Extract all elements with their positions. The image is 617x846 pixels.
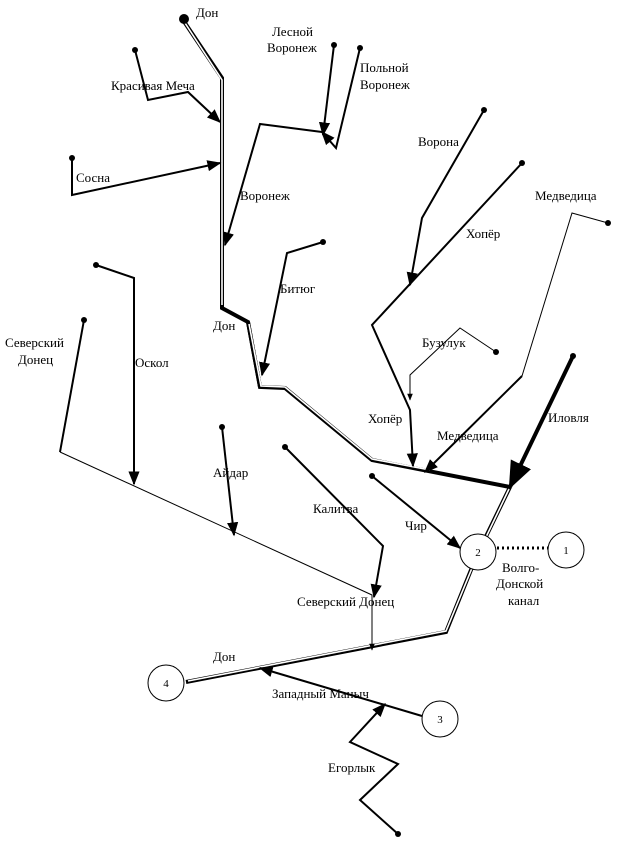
- label-sosna: Сосна: [76, 170, 110, 185]
- node-3: 3: [421, 700, 459, 738]
- river-khoper: [370, 160, 525, 468]
- label-volgo: Волго-: [502, 560, 539, 575]
- label-vorona: Ворона: [418, 134, 459, 149]
- river-aidar: [219, 424, 239, 537]
- don-river-middle: [246, 321, 511, 489]
- label-voronezh: Воронеж: [240, 188, 291, 203]
- label-chir: Чир: [405, 518, 427, 533]
- node-4-label: 4: [163, 678, 169, 690]
- river-buzuluk: [407, 327, 499, 401]
- label-krasivaya-mecha: Красивая Меча: [111, 78, 195, 93]
- label-medveditsa-top: Медведица: [535, 188, 597, 203]
- river-polnoy-voronezh: [321, 45, 363, 151]
- node-3-label: 3: [437, 714, 443, 726]
- label-voronezh-lesnoy: Воронеж: [267, 40, 318, 55]
- label-don-mid: Дон: [213, 318, 235, 333]
- label-oskol: Оскол: [135, 355, 169, 370]
- node-2-label: 2: [475, 547, 481, 559]
- label-lesnoy: Лесной: [272, 24, 313, 39]
- label-zapadny-manych: Западный Маныч: [272, 686, 369, 701]
- river-egorlyk: [348, 702, 401, 837]
- label-kanal: канал: [508, 593, 540, 608]
- river-voronezh: [223, 122, 323, 247]
- node-1-label: 1: [563, 545, 569, 557]
- river-chir: [369, 473, 462, 549]
- river-bityug: [259, 239, 326, 377]
- don-source-dot: [179, 14, 189, 24]
- label-medveditsa-bottom: Медведица: [437, 428, 499, 443]
- label-polnoy: Польной: [360, 60, 409, 75]
- label-don-top: Дон: [196, 5, 218, 20]
- label-severskiy-donets: Северский Донец: [297, 594, 394, 609]
- don-river-lower: [185, 486, 512, 684]
- label-buzuluk: Бузулук: [422, 335, 466, 350]
- river-sosna: [69, 155, 222, 197]
- river-vorona: [406, 107, 487, 287]
- river-medveditsa: [424, 212, 611, 473]
- river-ilovlya: [508, 353, 576, 490]
- node-1: 1: [547, 531, 585, 569]
- label-don-bottom: Дон: [213, 649, 235, 664]
- node-2: 2: [459, 533, 497, 571]
- label-kalitva: Калитва: [313, 501, 358, 516]
- river-zapadny-manych: [258, 666, 423, 717]
- label-egorlyk: Егорлык: [328, 760, 376, 775]
- river-kalitva: [282, 444, 385, 599]
- node-4: 4: [147, 664, 185, 702]
- label-donets: Донец: [18, 352, 53, 367]
- river-lesnoy-voronezh: [318, 42, 337, 137]
- river-krasivaya-mecha: [132, 47, 222, 123]
- river-oskol: [93, 262, 140, 486]
- label-severskiy: Северский: [5, 335, 64, 350]
- label-bityug: Битюг: [280, 281, 315, 296]
- label-voronezh-polnoy: Воронеж: [360, 77, 411, 92]
- label-donskoy: Донской: [496, 576, 543, 591]
- label-aidar: Айдар: [213, 465, 248, 480]
- label-ilovlya: Иловля: [548, 410, 589, 425]
- label-khoper-top: Хопёр: [466, 226, 500, 241]
- label-khoper-bottom: Хопёр: [368, 411, 402, 426]
